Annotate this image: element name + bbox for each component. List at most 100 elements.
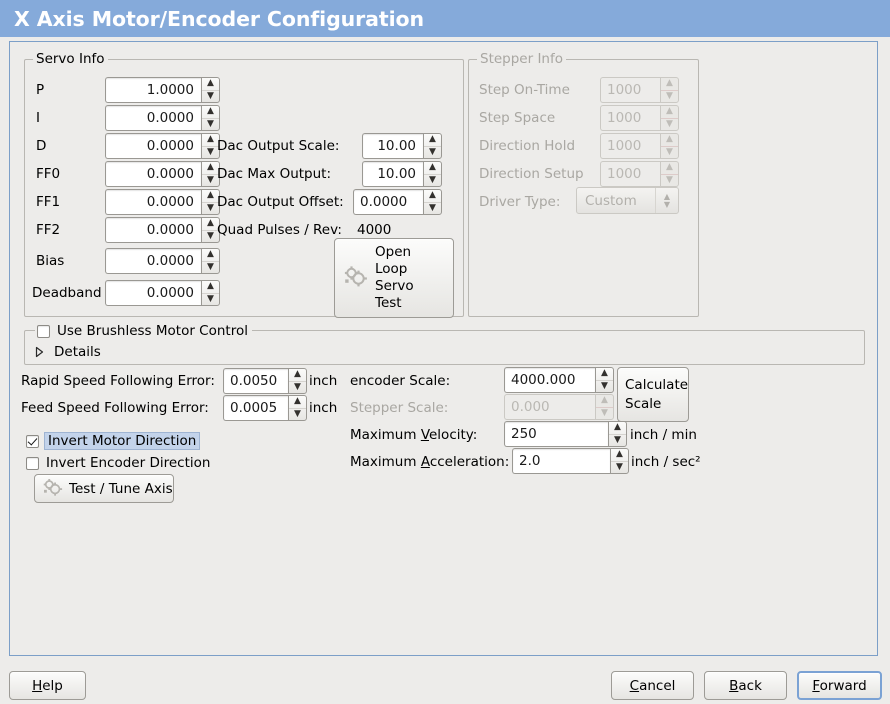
dac-max-output-value[interactable]: 10.00 [362,161,423,187]
spin-down-icon[interactable]: ▼ [611,460,628,474]
servo-d-spinner[interactable]: 0.0000 ▲ ▼ [105,133,220,159]
maximum-acceleration-stepper[interactable]: ▲ ▼ [610,448,629,474]
spin-up-icon[interactable]: ▲ [207,78,214,89]
servo-ff2-value[interactable]: 0.0000 [105,217,201,243]
spin-down-icon[interactable]: ▼ [424,145,441,159]
encoder-scale-stepper[interactable]: ▲ ▼ [595,367,614,393]
spin-down-icon[interactable]: ▼ [202,145,219,159]
spin-up-icon[interactable]: ▲ [207,134,214,145]
servo-label-d: D [36,138,47,154]
spin-down-icon[interactable]: ▼ [289,407,306,421]
spin-up-icon[interactable]: ▲ [429,162,436,173]
dac-output-offset-spinner[interactable]: 0.0000 ▲ ▼ [353,189,442,215]
spin-up-icon[interactable]: ▲ [614,422,621,433]
spin-up-icon[interactable]: ▲ [429,134,436,145]
spin-up-icon[interactable]: ▲ [207,249,214,260]
spin-up-icon[interactable]: ▲ [294,396,301,407]
spin-up-icon[interactable]: ▲ [429,190,436,201]
spin-down-icon[interactable]: ▼ [202,260,219,274]
maximum-acceleration-spinner[interactable]: 2.0 ▲ ▼ [512,448,629,474]
calculate-scale-button[interactable]: Calculate Scale [617,367,689,422]
rapid-speed-following-error-spinner[interactable]: 0.0050 ▲ ▼ [223,368,307,394]
checkbox-box[interactable] [37,324,50,338]
feed-following-error-stepper[interactable]: ▲ ▼ [288,395,307,421]
checkbox-box[interactable] [26,456,39,470]
servo-ff1-value[interactable]: 0.0000 [105,189,201,215]
spin-down-icon[interactable]: ▼ [202,173,219,187]
spin-down-icon[interactable]: ▼ [609,433,626,447]
use-brushless-motor-control-checkbox[interactable]: Use Brushless Motor Control [35,323,252,339]
servo-p-stepper[interactable]: ▲ ▼ [201,77,220,103]
servo-bias-spinner[interactable]: 0.0000 ▲ ▼ [105,248,220,274]
chevron-right-icon[interactable] [34,346,45,358]
spin-up-icon[interactable]: ▲ [616,449,623,460]
cancel-button[interactable]: Cancel [611,671,694,700]
open-loop-servo-test-button[interactable]: Open Loop Servo Test [334,238,454,318]
rapid-speed-following-error-value[interactable]: 0.0050 [223,368,288,394]
maximum-acceleration-value[interactable]: 2.0 [512,448,610,474]
encoder-scale-spinner[interactable]: 4000.000 ▲ ▼ [504,367,614,393]
servo-i-spinner[interactable]: 0.0000 ▲ ▼ [105,105,220,131]
servo-p-spinner[interactable]: 1.0000 ▲ ▼ [105,77,220,103]
spin-up-icon[interactable]: ▲ [207,190,214,201]
brushless-motor-group [24,330,865,365]
servo-ff2-stepper[interactable]: ▲ ▼ [201,217,220,243]
spin-down-icon[interactable]: ▼ [202,229,219,243]
spin-down-icon[interactable]: ▼ [202,292,219,306]
encoder-scale-value[interactable]: 4000.000 [504,367,595,393]
servo-deadband-stepper[interactable]: ▲ ▼ [201,280,220,306]
servo-d-stepper[interactable]: ▲ ▼ [201,133,220,159]
invert-motor-direction-checkbox[interactable]: Invert Motor Direction [26,432,201,450]
feed-speed-following-error-spinner[interactable]: 0.0005 ▲ ▼ [223,395,307,421]
dac-output-offset-value[interactable]: 0.0000 [353,189,423,215]
dac-output-scale-stepper[interactable]: ▲ ▼ [423,133,442,159]
servo-i-stepper[interactable]: ▲ ▼ [201,105,220,131]
spin-up-icon[interactable]: ▲ [207,162,214,173]
invert-encoder-direction-label: Invert Encoder Direction [46,455,211,471]
servo-ff0-value[interactable]: 0.0000 [105,161,201,187]
servo-bias-stepper[interactable]: ▲ ▼ [201,248,220,274]
spin-down-icon: ▼ [661,89,678,103]
spin-up-icon[interactable]: ▲ [294,369,301,380]
maximum-velocity-spinner[interactable]: 250 ▲ ▼ [504,421,627,447]
dac-output-offset-stepper[interactable]: ▲ ▼ [423,189,442,215]
dac-max-output-spinner[interactable]: 10.00 ▲ ▼ [362,161,442,187]
spin-up-icon[interactable]: ▲ [207,218,214,229]
dac-output-scale-spinner[interactable]: 10.00 ▲ ▼ [362,133,442,159]
back-button[interactable]: Back [704,671,787,700]
servo-bias-value[interactable]: 0.0000 [105,248,201,274]
maximum-velocity-stepper[interactable]: ▲ ▼ [608,421,627,447]
servo-i-value[interactable]: 0.0000 [105,105,201,131]
spin-down-icon[interactable]: ▼ [289,380,306,394]
spin-up-icon[interactable]: ▲ [207,106,214,117]
servo-ff0-spinner[interactable]: 0.0000 ▲ ▼ [105,161,220,187]
servo-d-value[interactable]: 0.0000 [105,133,201,159]
servo-ff2-spinner[interactable]: 0.0000 ▲ ▼ [105,217,220,243]
feed-speed-following-error-value[interactable]: 0.0005 [223,395,288,421]
servo-ff0-stepper[interactable]: ▲ ▼ [201,161,220,187]
spin-down-icon[interactable]: ▼ [596,379,613,393]
spin-down-icon[interactable]: ▼ [202,201,219,215]
spin-down-icon[interactable]: ▼ [424,173,441,187]
dac-output-scale-value[interactable]: 10.00 [362,133,423,159]
servo-ff1-spinner[interactable]: 0.0000 ▲ ▼ [105,189,220,215]
checkbox-box[interactable] [26,434,39,448]
spin-down-icon[interactable]: ▼ [424,201,441,215]
servo-deadband-spinner[interactable]: 0.0000 ▲ ▼ [105,280,220,306]
forward-button[interactable]: Forward [797,671,882,700]
spin-up-icon[interactable]: ▲ [207,281,214,292]
invert-encoder-direction-checkbox[interactable]: Invert Encoder Direction [26,455,210,471]
spin-down-icon[interactable]: ▼ [202,117,219,131]
servo-p-value[interactable]: 1.0000 [105,77,201,103]
dac-max-output-stepper[interactable]: ▲ ▼ [423,161,442,187]
servo-ff1-stepper[interactable]: ▲ ▼ [201,189,220,215]
spin-down-icon[interactable]: ▼ [202,89,219,103]
spin-up-icon[interactable]: ▲ [601,368,608,379]
help-button[interactable]: Help [9,671,86,700]
rapid-following-error-stepper[interactable]: ▲ ▼ [288,368,307,394]
use-brushless-motor-control-label: Use Brushless Motor Control [57,323,248,339]
details-expander[interactable]: Details [34,344,101,360]
servo-deadband-value[interactable]: 0.0000 [105,280,201,306]
maximum-velocity-value[interactable]: 250 [504,421,608,447]
test-tune-axis-button[interactable]: Test / Tune Axis [34,474,174,503]
